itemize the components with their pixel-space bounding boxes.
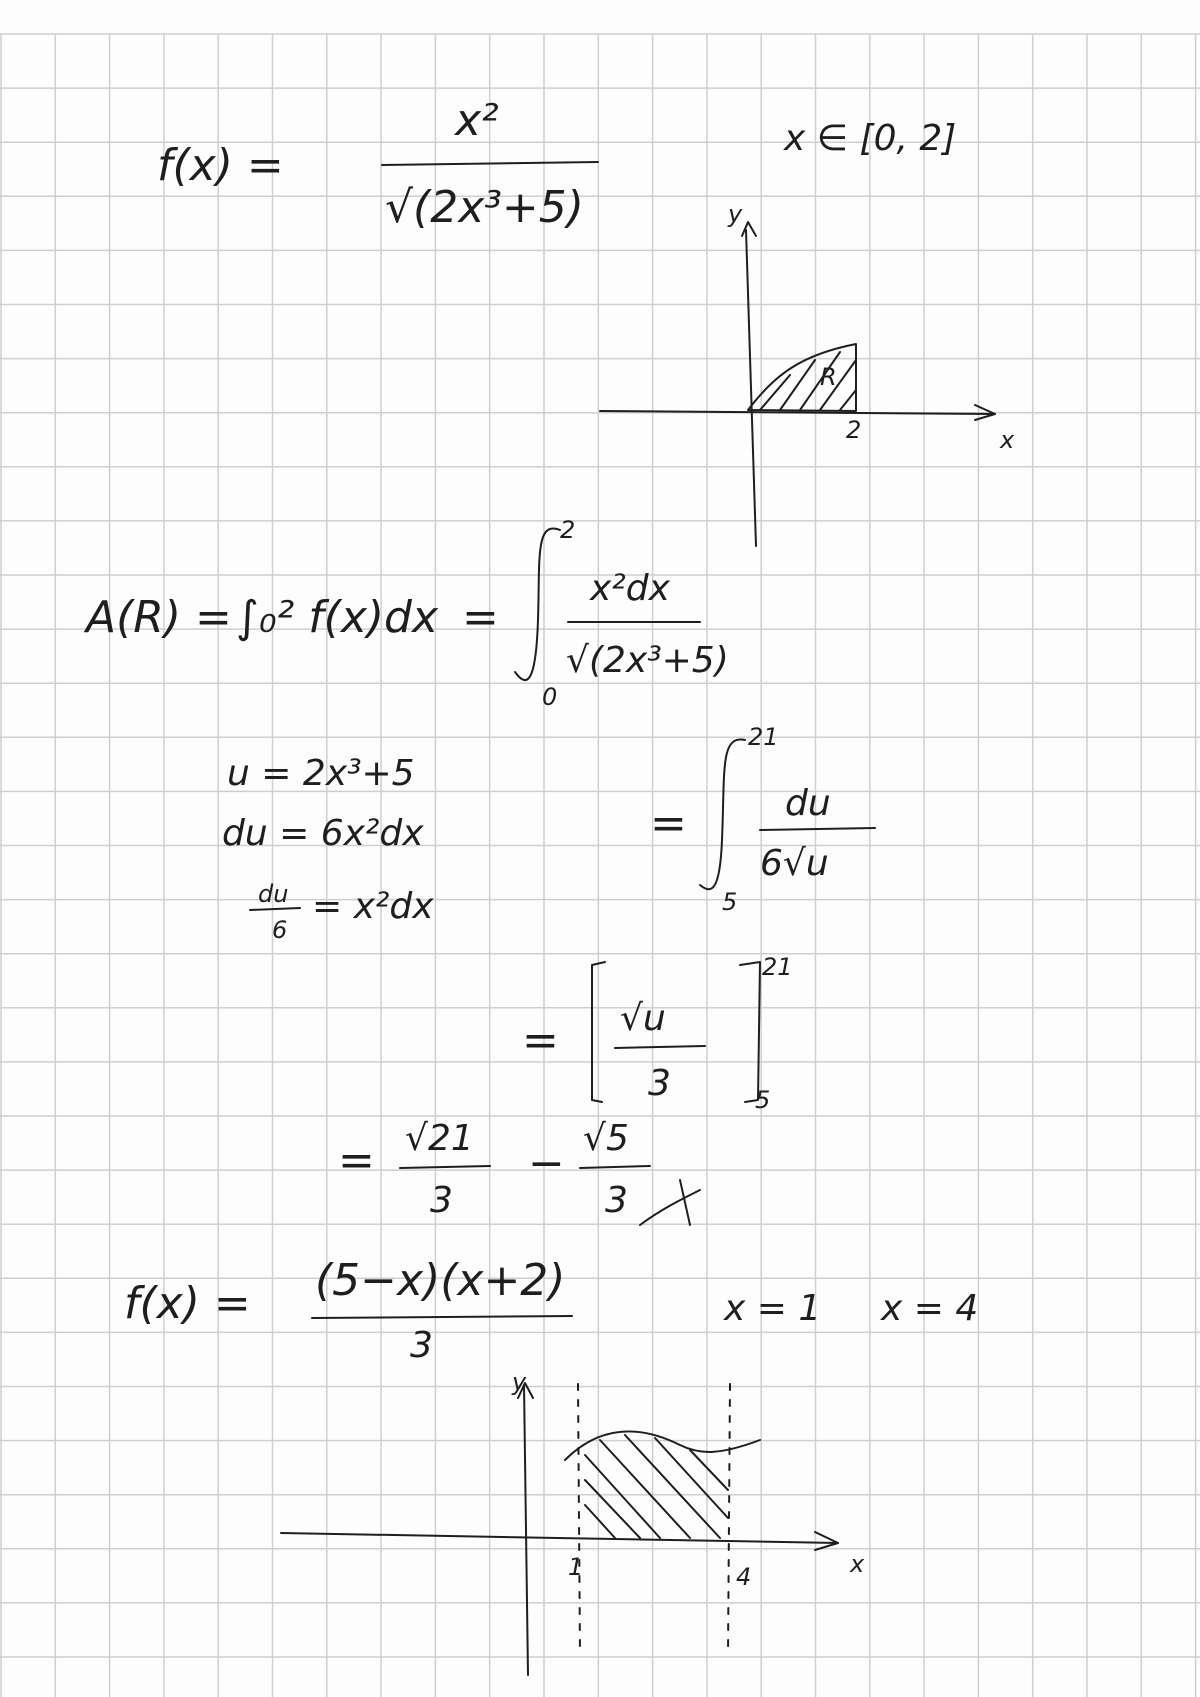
shaded-region xyxy=(747,343,857,412)
fraction-bar xyxy=(381,161,599,166)
step3-lower: 5 xyxy=(755,1086,770,1114)
step2-num: du xyxy=(785,783,831,824)
step3-eq: = xyxy=(522,1015,559,1066)
region-label: R xyxy=(820,363,837,391)
step4-minus: − xyxy=(528,1138,565,1189)
fraction-bar xyxy=(759,827,876,831)
hatching xyxy=(584,1434,729,1539)
f1-domain: x ∈ [0, 2] xyxy=(783,118,956,159)
step3-upper: 21 xyxy=(762,953,793,981)
x-axis xyxy=(599,410,996,415)
y-axis xyxy=(523,1384,529,1676)
sub-line3-den: 6 xyxy=(272,916,287,944)
x-axis xyxy=(280,1532,839,1544)
y-label: y xyxy=(511,1368,527,1396)
f2-bound2: x = 4 xyxy=(880,1288,978,1329)
fraction-bar xyxy=(311,1315,573,1319)
step2-den: 6√u xyxy=(760,843,829,884)
step2-eq: = xyxy=(650,798,687,849)
step4-eq: = xyxy=(338,1135,375,1186)
x-label: x xyxy=(849,1550,865,1578)
sub-line3-num: du xyxy=(258,880,288,908)
graph1: R y x 2 xyxy=(599,200,1015,547)
area-den: √(2x³+5) xyxy=(566,640,729,681)
area-integral1: ∫₀² f(x)dx xyxy=(236,592,439,643)
fraction-bar xyxy=(614,1045,706,1049)
f2-denominator: 3 xyxy=(410,1325,433,1366)
hatching xyxy=(759,351,857,411)
area-eq: = xyxy=(462,592,499,643)
step4-b-den: 3 xyxy=(605,1180,628,1221)
step2-lower: 5 xyxy=(722,888,737,916)
dashed-line-x4 xyxy=(727,1383,731,1655)
sub-line2: du = 6x²dx xyxy=(222,813,424,854)
fraction-bar xyxy=(399,1165,491,1169)
step3-den: 3 xyxy=(648,1063,671,1104)
sub-line1: u = 2x³+5 xyxy=(227,753,415,794)
area-lhs: A(R) = xyxy=(83,592,232,643)
fraction-bar xyxy=(579,1165,651,1169)
y-axis-arrow-icon xyxy=(517,1382,534,1399)
dashed-line-x1 xyxy=(577,1383,581,1655)
x-label: x xyxy=(999,426,1015,454)
upper-limit: 2 xyxy=(560,516,575,544)
bracket-left xyxy=(591,961,606,1103)
bracket-right xyxy=(739,961,761,1103)
f1-lhs: f(x) = xyxy=(157,140,284,191)
step4-a-den: 3 xyxy=(430,1180,453,1221)
checkmark-icon xyxy=(639,1179,701,1226)
step4-a-num: √21 xyxy=(405,1118,474,1159)
graph2: y x 1 4 xyxy=(280,1368,865,1676)
step3-num: √u xyxy=(620,998,666,1039)
fraction-bar xyxy=(249,907,301,911)
y-label: y xyxy=(727,200,743,228)
y-axis-arrow-icon xyxy=(741,221,757,237)
f1-numerator: x² xyxy=(453,95,499,146)
f2-bound1: x = 1 xyxy=(723,1288,821,1329)
f2-lhs: f(x) = xyxy=(124,1278,251,1329)
step2-upper: 21 xyxy=(748,723,779,751)
f1-denominator: √(2x³+5) xyxy=(385,182,584,233)
curve xyxy=(564,1430,761,1461)
integral-sign xyxy=(699,738,746,891)
sub-line3-rest: = x²dx xyxy=(312,886,434,927)
tick-4: 4 xyxy=(736,1563,751,1591)
tick-2: 2 xyxy=(846,416,861,444)
x-axis-arrow-icon xyxy=(974,404,996,421)
integral-sign xyxy=(514,527,561,682)
area-num: x²dx xyxy=(589,568,671,609)
step4-b-num: √5 xyxy=(583,1118,629,1159)
lower-limit: 0 xyxy=(542,683,557,711)
f2-numerator: (5−x)(x+2) xyxy=(315,1255,565,1306)
x-axis-arrow-icon xyxy=(814,1531,839,1551)
tick-1: 1 xyxy=(568,1553,583,1581)
y-axis xyxy=(745,229,757,547)
